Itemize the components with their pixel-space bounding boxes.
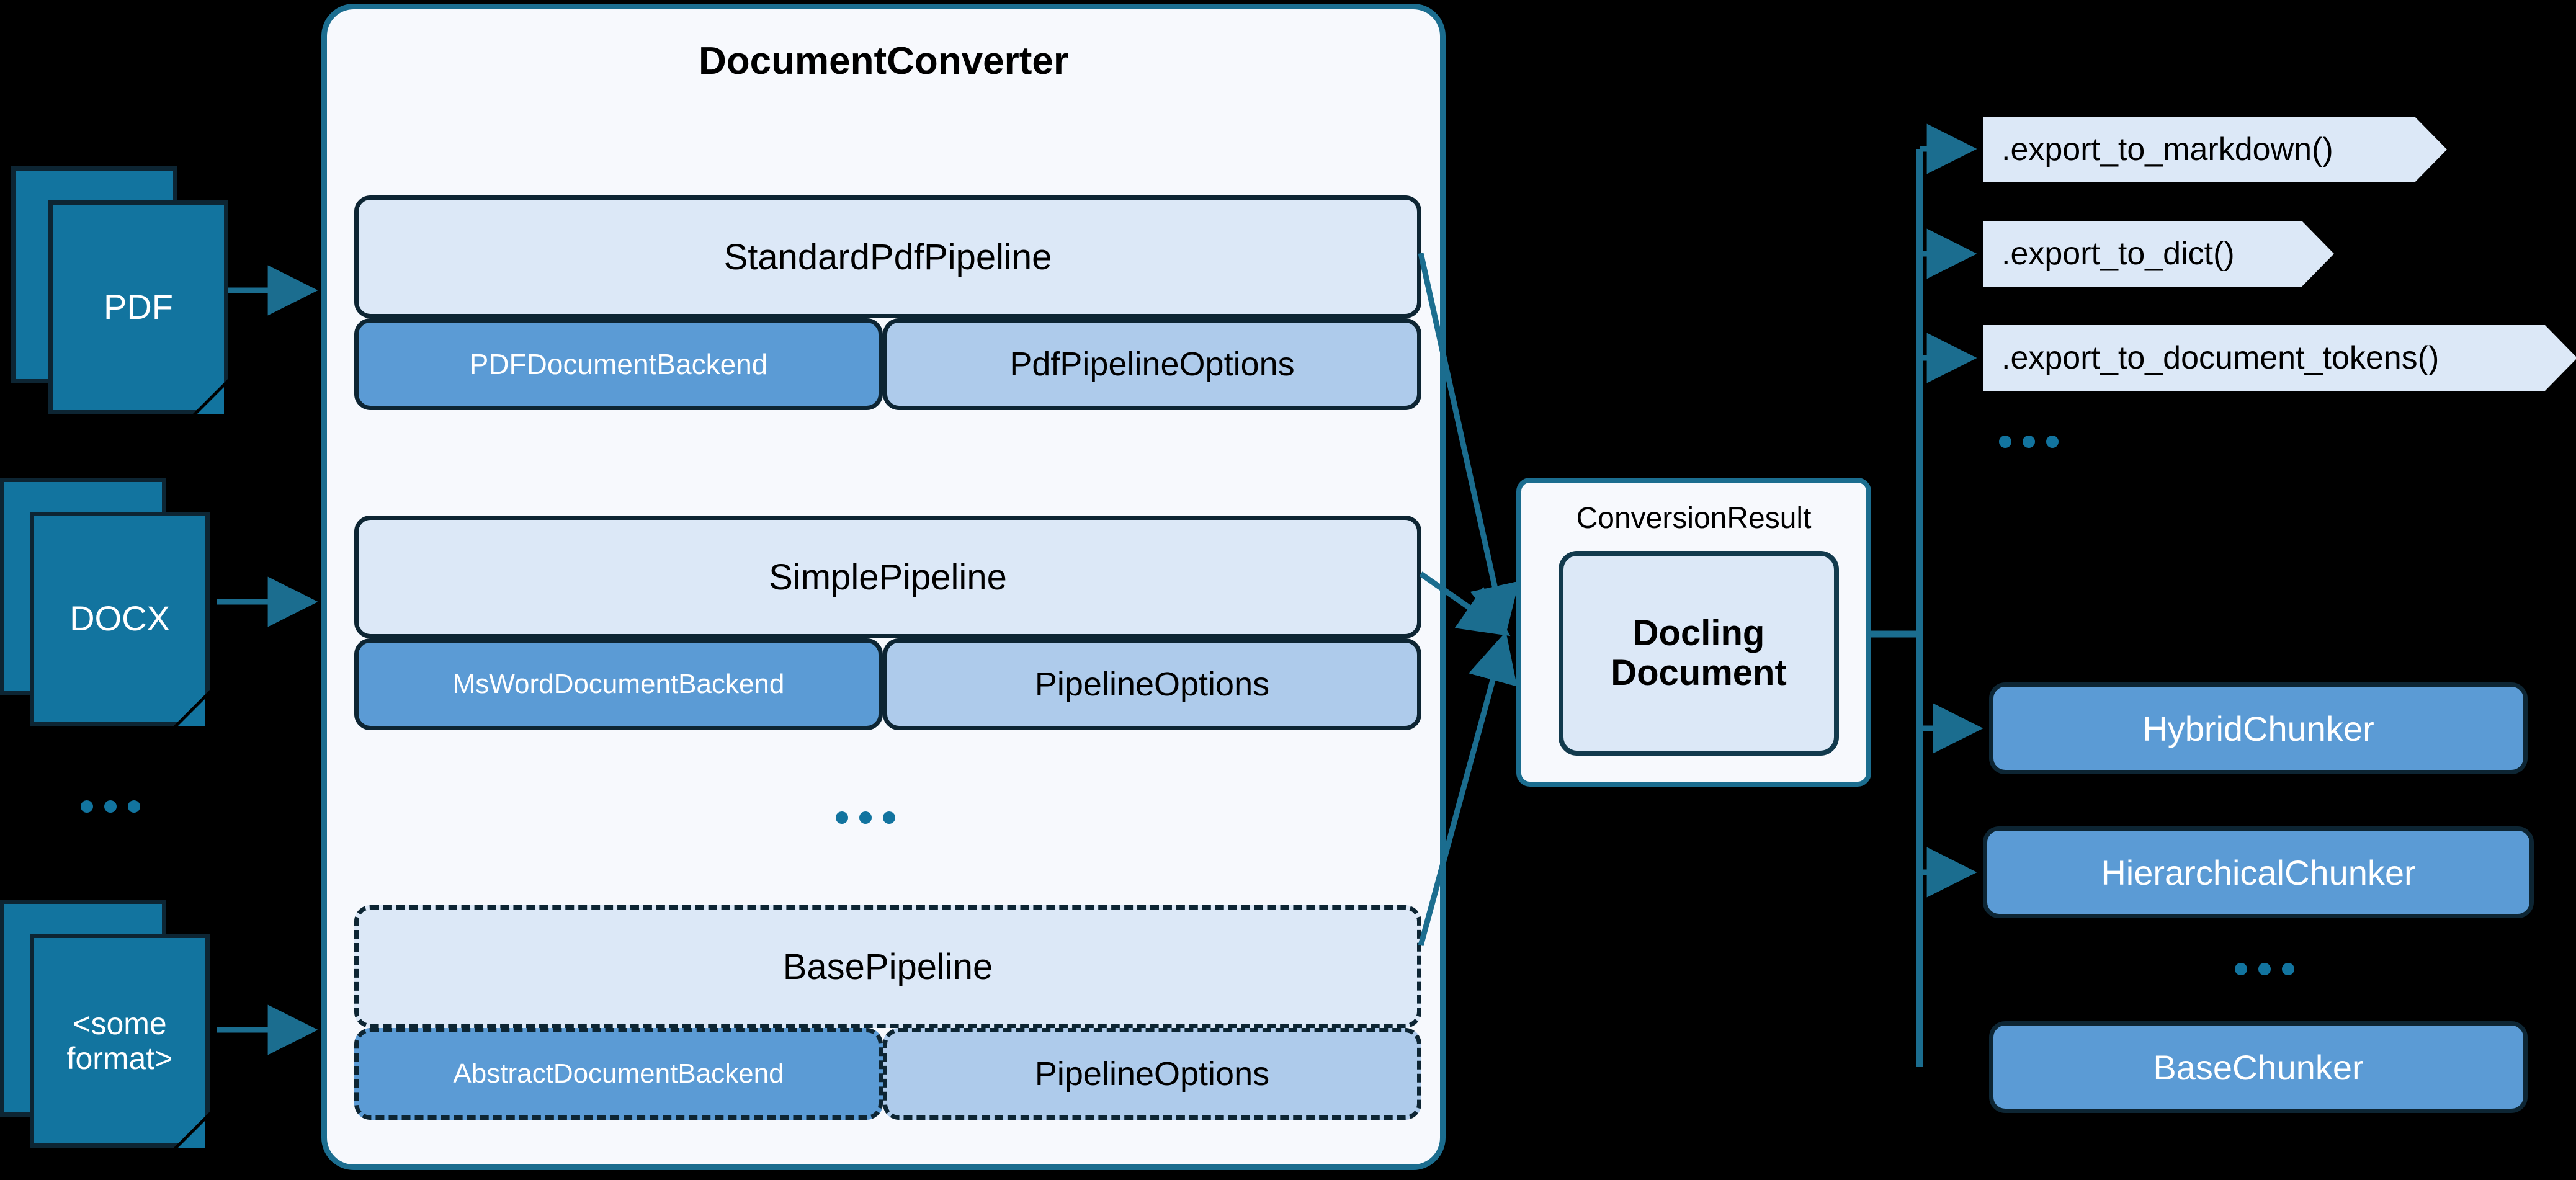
input-doc-pdf[interactable]: PDF — [11, 166, 228, 414]
pipelines-ellipsis — [836, 811, 895, 824]
docling-document-line2: Document — [1611, 653, 1787, 693]
input-doc-docx[interactable]: DOCX — [0, 478, 217, 726]
pipeline-options-simple[interactable]: PipelineOptions — [883, 638, 1421, 730]
inputs-ellipsis — [81, 800, 140, 813]
export-to-dict-arrow[interactable]: .export_to_dict() — [1983, 221, 2334, 287]
chunkers-ellipsis — [2235, 963, 2294, 975]
input-doc-label: DOCX — [69, 599, 170, 638]
docling-document-line1: Docling — [1632, 613, 1765, 654]
hybrid-chunker-box[interactable]: HybridChunker — [1989, 682, 2528, 774]
input-doc-some-format[interactable]: <some format> — [0, 900, 217, 1160]
pipeline-backend-base[interactable]: AbstractDocumentBackend — [354, 1028, 883, 1120]
pipeline-backend-standard-pdf[interactable]: PDFDocumentBackend — [354, 318, 883, 410]
pipeline-options-base[interactable]: PipelineOptions — [883, 1028, 1421, 1120]
doc-fold-inner-icon — [197, 387, 224, 414]
conversion-result-label: ConversionResult — [1576, 502, 1812, 535]
export-to-document-tokens-arrow[interactable]: .export_to_document_tokens() — [1983, 325, 2576, 391]
doc-fold-inner-icon — [178, 1120, 205, 1148]
base-chunker-box[interactable]: BaseChunker — [1989, 1021, 2528, 1113]
pipeline-backend-simple[interactable]: MsWordDocumentBackend — [354, 638, 883, 730]
input-doc-label: PDF — [104, 287, 173, 327]
docling-document-box[interactable]: Docling Document — [1559, 551, 1839, 756]
input-doc-label: <some format> — [66, 1006, 173, 1076]
doc-fold-inner-icon — [178, 699, 205, 726]
export-to-markdown-arrow[interactable]: .export_to_markdown() — [1983, 117, 2447, 182]
hierarchical-chunker-box[interactable]: HierarchicalChunker — [1983, 826, 2534, 918]
document-converter-container[interactable]: DocumentConverter StandardPdfPipeline PD… — [321, 4, 1446, 1170]
doc-front-sheet: PDF — [48, 200, 228, 414]
pipeline-header-simple[interactable]: SimplePipeline — [354, 516, 1421, 638]
page-title: DocumentConverter — [699, 40, 1068, 83]
pipeline-header-base[interactable]: BasePipeline — [354, 905, 1421, 1028]
conversion-result-container[interactable]: ConversionResult Docling Document — [1516, 478, 1871, 787]
pipeline-header-standard-pdf[interactable]: StandardPdfPipeline — [354, 195, 1421, 318]
pipeline-options-standard-pdf[interactable]: PdfPipelineOptions — [883, 318, 1421, 410]
exports-ellipsis — [1999, 436, 2059, 448]
